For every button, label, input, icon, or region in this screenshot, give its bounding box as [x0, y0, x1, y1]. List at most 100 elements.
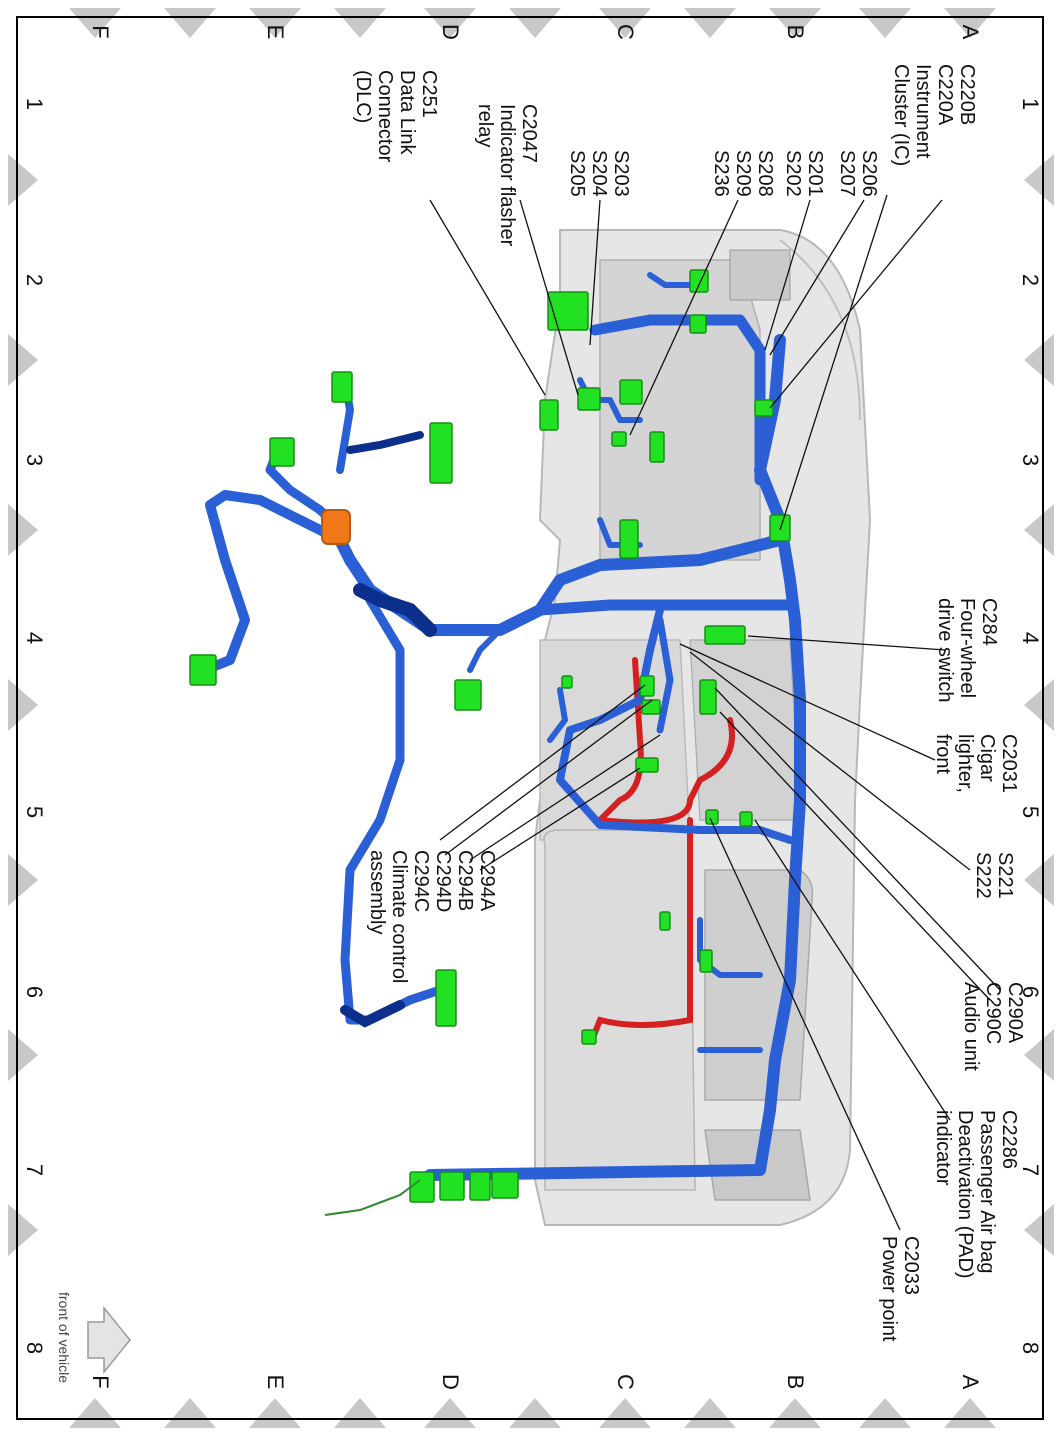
column-number-8: 8	[22, 1341, 47, 1355]
connector	[705, 809, 719, 825]
row-letter-f: F	[88, 25, 113, 39]
label-c284: C284 Four-wheel drive switch	[934, 598, 1000, 703]
thin-wire	[324, 1179, 421, 1216]
leader-lines	[429, 194, 1001, 1231]
connector	[561, 675, 573, 689]
row-letter-c: C	[613, 1374, 638, 1390]
label-s221: S221 S222	[972, 852, 1016, 899]
row-letter-c: C	[613, 24, 638, 40]
edge-marker-bottom	[164, 1398, 216, 1428]
connector	[581, 1029, 597, 1045]
edge-marker-bottom	[509, 1398, 561, 1428]
row-letter-a: A	[958, 1374, 983, 1390]
diagram-frame	[16, 16, 1044, 1420]
edge-marker-bottom	[859, 1398, 911, 1428]
connector	[649, 431, 665, 463]
connector	[619, 379, 643, 405]
column-number-1: 1	[1018, 97, 1043, 111]
edge-marker-left	[8, 154, 38, 206]
connector	[619, 519, 639, 559]
edge-marker-top	[164, 8, 216, 38]
connector	[739, 811, 753, 827]
column-number-3: 3	[22, 453, 47, 467]
connector	[699, 949, 713, 973]
label-c294: C294A C294B C294D C294C Climate control …	[366, 850, 498, 984]
label-c2033: C2033 Power point	[878, 1236, 922, 1342]
edge-marker-right	[1024, 334, 1054, 386]
connector	[611, 431, 627, 447]
row-letter-e: E	[263, 1374, 288, 1390]
label-front-of-vehicle: front of vehicle	[56, 1292, 72, 1384]
edge-marker-bottom	[334, 1398, 386, 1428]
edge-marker-right	[1024, 154, 1054, 206]
edge-marker-top	[249, 8, 301, 38]
column-number-8: 8	[1018, 1341, 1043, 1355]
row-letter-b: B	[783, 1374, 808, 1390]
connector	[577, 387, 601, 411]
edge-marker-top	[69, 8, 121, 38]
connector	[754, 399, 774, 417]
column-number-2: 2	[22, 273, 47, 287]
column-number-2: 2	[1018, 273, 1043, 287]
row-letter-d: D	[438, 24, 463, 40]
edge-marker-bottom	[684, 1398, 736, 1428]
edge-marker-left	[8, 854, 38, 906]
column-number-4: 4	[1018, 631, 1043, 645]
connector	[699, 679, 717, 715]
row-letter-f: F	[88, 1375, 113, 1389]
edge-marker-top	[509, 8, 561, 38]
connector	[269, 437, 295, 467]
edge-marker-bottom	[769, 1398, 821, 1428]
edge-marker-left	[8, 679, 38, 731]
front-arrow-icon	[87, 1305, 131, 1375]
edge-marker-right	[1024, 1204, 1054, 1256]
connector	[547, 291, 589, 331]
label-c2286: C2286 Passenger Air bag Deactivation (PA…	[932, 1110, 1020, 1279]
edge-markers	[8, 8, 1054, 1428]
connector	[435, 969, 457, 1027]
column-number-5: 5	[1018, 805, 1043, 819]
edge-marker-bottom	[599, 1398, 651, 1428]
edge-marker-left	[8, 504, 38, 556]
column-number-1: 1	[22, 97, 47, 111]
row-letter-b: B	[783, 24, 808, 40]
connector	[331, 371, 353, 403]
connector	[429, 422, 453, 484]
edge-marker-bottom	[424, 1398, 476, 1428]
red-wire	[589, 657, 735, 1043]
edge-marker-top	[599, 8, 651, 38]
connector	[539, 399, 559, 431]
edge-marker-top	[684, 8, 736, 38]
edge-marker-left	[8, 1204, 38, 1256]
label-c2047: C2047 Indicator flasher relay	[474, 104, 540, 247]
label-c2031: C2031 Cigar lighter, front	[932, 734, 1020, 793]
edge-marker-left	[8, 334, 38, 386]
row-letter-e: E	[263, 24, 288, 40]
edge-marker-top	[334, 8, 386, 38]
connector	[635, 757, 659, 773]
dark-harness	[340, 431, 437, 1028]
connector	[491, 1171, 519, 1199]
column-number-3: 3	[1018, 453, 1043, 467]
connectors	[189, 269, 791, 1203]
edge-marker-bottom	[69, 1398, 121, 1428]
edge-marker-bottom	[944, 1398, 996, 1428]
connector	[659, 911, 671, 931]
label-s203: S203 S204 S205	[566, 150, 632, 197]
edge-marker-right	[1024, 504, 1054, 556]
column-number-7: 7	[22, 1163, 47, 1177]
row-letter-a: A	[958, 24, 983, 40]
label-c251: C251 Data Link Connector (DLC)	[352, 70, 440, 163]
edge-marker-right	[1024, 1029, 1054, 1081]
label-s208: S208 S209 S236	[710, 150, 776, 197]
connector	[189, 654, 217, 686]
grommet	[321, 509, 351, 545]
edge-marker-top	[424, 8, 476, 38]
connector	[439, 1171, 465, 1201]
label-s201: S201 S202	[782, 150, 826, 197]
label-instrument-cluster: C220B C220A Instrument Cluster (IC)	[890, 64, 978, 167]
connector	[469, 1171, 491, 1201]
edge-marker-top	[944, 8, 996, 38]
